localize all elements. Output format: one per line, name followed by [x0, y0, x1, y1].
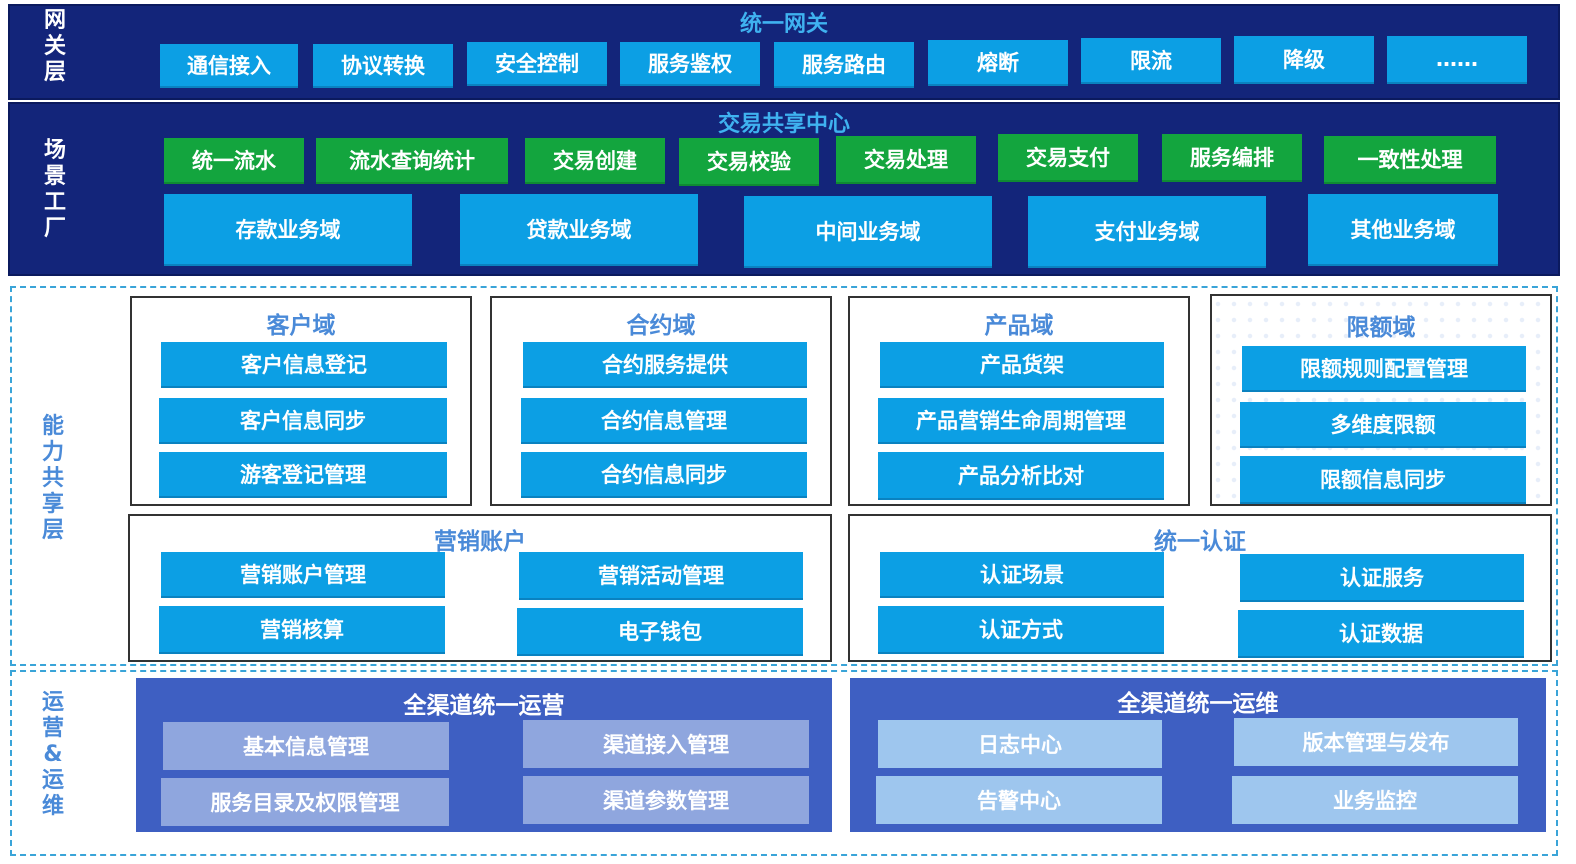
capability-layer-frame — [10, 286, 1558, 666]
scene-green-item: 统一流水 — [164, 138, 304, 184]
gateway-item: 通信接入 — [160, 44, 298, 88]
gateway-item: 服务路由 — [774, 42, 914, 88]
scene-green-item: 服务编排 — [1162, 134, 1302, 182]
ops-item: 渠道接入管理 — [523, 720, 809, 768]
scene-side-label: 场 景 工 厂 — [43, 138, 66, 241]
scene-title: 交易共享中心 — [717, 112, 850, 137]
contract-domain-title: 合约域 — [626, 313, 696, 339]
gateway-item: 限流 — [1081, 38, 1221, 84]
omni-channel-maintenance-title: 全渠道统一运维 — [1117, 691, 1279, 717]
scene-green-item: 流水查询统计 — [316, 138, 508, 184]
gateway-item: 服务鉴权 — [620, 42, 760, 86]
marketing-item: 电子钱包 — [517, 608, 803, 656]
operations-layer-frame — [10, 670, 1558, 856]
customer-item: 客户信息同步 — [159, 398, 447, 444]
operations-side-label: 运 营 & 运 维 — [41, 690, 64, 819]
contract-item: 合约信息同步 — [521, 452, 807, 498]
limit-item: 限额规则配置管理 — [1242, 346, 1526, 392]
scene-green-item: 一致性处理 — [1324, 136, 1496, 184]
scene-green-item: 交易支付 — [998, 134, 1138, 182]
gateway-item: …… — [1387, 36, 1527, 84]
customer-item: 游客登记管理 — [159, 452, 447, 498]
auth-item: 认证方式 — [878, 606, 1164, 654]
scene-domain-item: 其他业务域 — [1308, 194, 1498, 266]
unified-auth-title: 统一认证 — [1154, 529, 1246, 555]
gateway-side-label: 网 关 层 — [43, 8, 66, 85]
gateway-item: 协议转换 — [313, 44, 453, 88]
limit-item: 限额信息同步 — [1240, 456, 1526, 504]
scene-green-item: 交易创建 — [525, 138, 665, 184]
product-domain-title: 产品域 — [984, 313, 1054, 339]
scene-domain-item: 支付业务域 — [1028, 196, 1266, 268]
ops-item: 服务目录及权限管理 — [161, 778, 449, 826]
maint-item: 告警中心 — [876, 776, 1162, 824]
scene-green-item: 交易处理 — [836, 136, 976, 184]
capability-side-label: 能 力 共 享 层 — [41, 414, 64, 543]
marketing-item: 营销核算 — [159, 606, 445, 654]
scene-green-item: 交易校验 — [679, 138, 819, 186]
contract-item: 合约信息管理 — [521, 398, 807, 444]
auth-item: 认证服务 — [1240, 554, 1524, 602]
marketing-item: 营销账户管理 — [161, 552, 445, 598]
maint-item: 版本管理与发布 — [1234, 718, 1518, 766]
auth-item: 认证数据 — [1238, 610, 1524, 658]
gateway-item: 降级 — [1234, 36, 1374, 84]
product-item: 产品分析比对 — [878, 452, 1164, 500]
product-item: 产品货架 — [880, 342, 1164, 388]
scene-domain-item: 中间业务域 — [744, 196, 992, 268]
scene-domain-item: 存款业务域 — [164, 194, 412, 266]
gateway-item: 安全控制 — [467, 42, 607, 86]
ops-item: 渠道参数管理 — [523, 776, 809, 824]
gateway-item: 熔断 — [928, 40, 1068, 86]
maint-item: 业务监控 — [1232, 776, 1518, 824]
limit-item: 多维度限额 — [1240, 402, 1526, 448]
marketing-item: 营销活动管理 — [519, 552, 803, 600]
contract-item: 合约服务提供 — [523, 342, 807, 388]
product-item: 产品营销生命周期管理 — [878, 398, 1164, 444]
ops-item: 基本信息管理 — [163, 722, 449, 770]
auth-item: 认证场景 — [880, 552, 1164, 598]
limit-domain-title: 限额域 — [1346, 315, 1416, 341]
maint-item: 日志中心 — [878, 720, 1162, 768]
customer-item: 客户信息登记 — [161, 342, 447, 388]
omni-channel-operation-title: 全渠道统一运营 — [403, 693, 565, 719]
marketing-account-title: 营销账户 — [434, 529, 526, 555]
scene-domain-item: 贷款业务域 — [460, 194, 698, 266]
gateway-title: 统一网关 — [739, 12, 828, 37]
customer-domain-title: 客户域 — [266, 313, 336, 339]
